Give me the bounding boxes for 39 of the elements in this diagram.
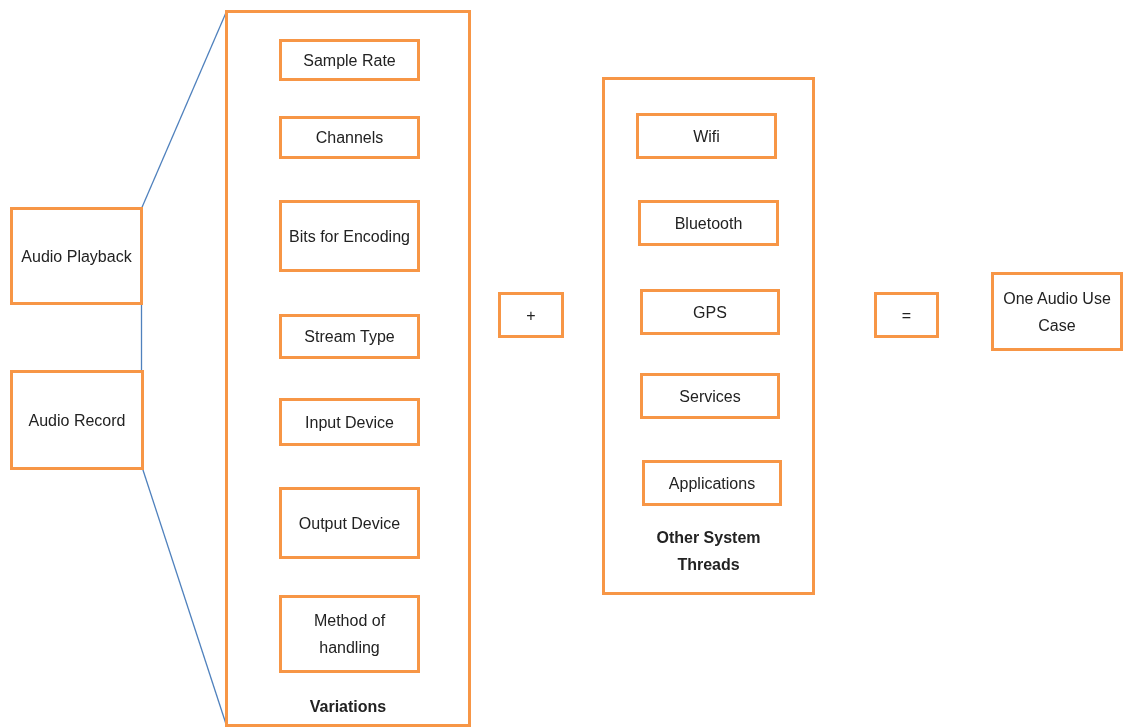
process-box <box>279 487 420 559</box>
box-label: Services <box>679 386 741 407</box>
box-label: Applications <box>668 473 756 494</box>
connector-line <box>140 304 143 371</box>
process-box <box>279 200 420 272</box>
process-box <box>279 116 420 159</box>
group-title: Variations <box>308 697 388 717</box>
box-label: Audio Playback <box>21 246 132 267</box>
box-label: Output Device <box>298 513 401 534</box>
box-label: Bluetooth <box>674 213 743 234</box>
process-box <box>991 272 1123 351</box>
box-label: Method of handling <box>312 611 387 658</box>
group-box <box>225 10 471 727</box>
process-box <box>640 373 780 419</box>
process-box <box>279 398 420 446</box>
process-box <box>498 292 564 338</box>
process-box <box>638 200 779 246</box>
process-box <box>279 314 420 359</box>
box-label: Input Device <box>305 412 394 433</box>
box-label: + <box>526 305 536 326</box>
group-title: Other System Threads <box>655 528 762 575</box>
process-box <box>279 595 420 673</box>
process-box <box>636 113 777 159</box>
process-box <box>10 207 143 305</box>
box-label: Channels <box>315 128 384 148</box>
box-label: Audio Record <box>28 410 126 431</box>
process-box <box>10 370 144 470</box>
box-label: One Audio Use Case <box>1002 288 1112 336</box>
box-label: GPS <box>693 302 727 323</box>
process-box <box>640 289 780 335</box>
box-label: = <box>901 305 912 326</box>
process-box <box>279 39 420 81</box>
process-box <box>874 292 939 338</box>
box-label: Stream Type <box>304 327 395 347</box>
box-label: Sample Rate <box>303 50 396 71</box>
box-label: Bits for Encoding <box>289 226 410 247</box>
box-label: Wifi <box>693 126 720 147</box>
process-box <box>642 460 782 506</box>
group-box <box>602 77 815 595</box>
